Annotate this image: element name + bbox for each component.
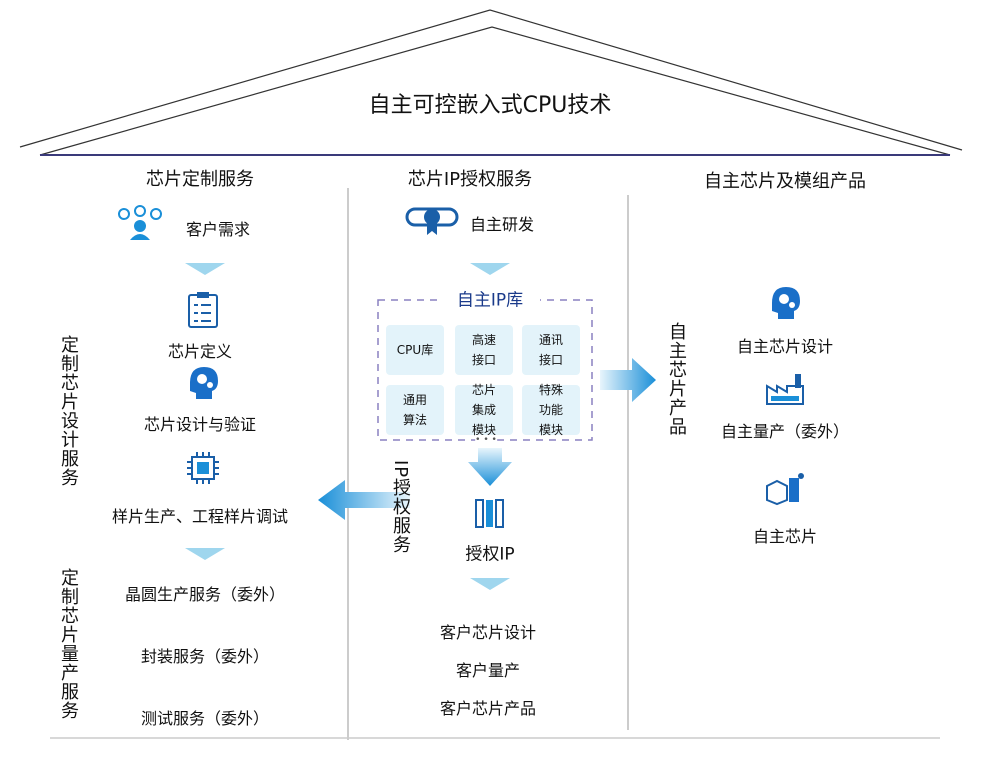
- ip-cell: 通用 算法: [386, 385, 444, 435]
- group-production-label: 定制芯片量产服务: [58, 568, 79, 720]
- arrow-down: [468, 448, 512, 486]
- binders-icon: [475, 498, 505, 532]
- ip-cell: 特殊 功能 模块: [522, 383, 580, 437]
- ip-cell: CPU库: [386, 325, 444, 375]
- left-header: 芯片定制服务: [146, 169, 254, 190]
- own-chip: 自主芯片: [752, 527, 818, 546]
- own-production: 自主量产（委外）: [720, 422, 850, 441]
- down-triangle: [470, 578, 510, 590]
- own-chip-products-label: 自主芯片产品: [666, 322, 687, 436]
- ellipsis: • • •: [475, 435, 497, 445]
- customer-production: 客户量产: [455, 661, 521, 680]
- chip-icon: [187, 452, 219, 488]
- people-network-icon: [118, 205, 162, 244]
- right-header: 自主芯片及模组产品: [704, 171, 866, 192]
- arrow-right: [600, 358, 656, 402]
- customer-chip-design: 客户芯片设计: [439, 623, 537, 642]
- packaging-service: 封装服务（委外）: [140, 647, 270, 666]
- group-design-label: 定制芯片设计服务: [58, 335, 79, 487]
- step-design-verification: 芯片设计与验证: [143, 415, 257, 434]
- main-title: 自主可控嵌入式CPU技术: [368, 93, 612, 118]
- down-triangle: [185, 548, 225, 560]
- middle-header: 芯片IP授权服务: [407, 169, 533, 190]
- wafer-service: 晶圆生产服务（委外）: [124, 585, 286, 604]
- own-chip-design: 自主芯片设计: [736, 337, 834, 356]
- certificate-icon: [405, 205, 459, 239]
- down-triangle: [470, 263, 510, 275]
- ip-license-label: IP授权服务: [390, 460, 411, 555]
- ip-cell: 芯片 集成 模块: [455, 383, 513, 437]
- step-sample-production: 样片生产、工程样片调试: [111, 507, 289, 526]
- ip-cell: 通讯 接口: [522, 325, 580, 375]
- step-customer-demand: 客户需求: [185, 220, 251, 239]
- ip-cell: 高速 接口: [455, 325, 513, 375]
- head-gears-icon: [768, 285, 802, 325]
- ip-library-label: 自主IP库: [456, 290, 524, 311]
- licensed-ip: 授权IP: [465, 544, 515, 565]
- down-triangle: [185, 263, 225, 275]
- customer-chip-product: 客户芯片产品: [439, 699, 537, 718]
- step-chip-definition: 芯片定义: [167, 342, 233, 361]
- boxes-icon: [765, 472, 805, 508]
- clipboard-icon: [188, 292, 218, 332]
- arrow-left: [318, 480, 410, 520]
- testing-service: 测试服务（委外）: [140, 709, 270, 728]
- self-rd: 自主研发: [469, 215, 535, 234]
- factory-icon: [765, 374, 805, 410]
- head-gears-icon: [186, 365, 220, 405]
